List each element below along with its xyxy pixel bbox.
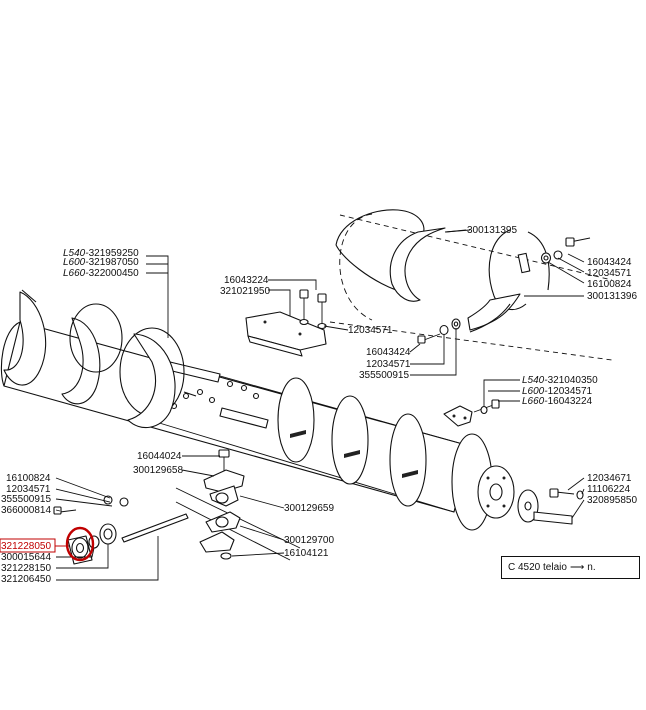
end-disc: [477, 465, 515, 519]
upper-right-fasteners: [540, 237, 591, 264]
left-auger-flights: [3, 289, 197, 429]
part-label[interactable]: 16044024: [137, 451, 182, 462]
part-label-highlighted[interactable]: 321228050: [1, 541, 51, 552]
part-label[interactable]: L600-12034571: [522, 386, 593, 397]
part-label[interactable]: 320895850: [587, 495, 637, 506]
part-label[interactable]: 300129700: [284, 535, 334, 546]
part-label[interactable]: L600-321987050: [63, 257, 139, 268]
highlight-circle: [65, 526, 95, 562]
leader-lines: [55, 229, 585, 581]
note-suffix: n.: [587, 562, 596, 573]
part-label[interactable]: 321021950: [220, 286, 270, 297]
part-label[interactable]: 16104121: [284, 548, 329, 559]
part-label[interactable]: 300131395: [467, 225, 517, 236]
part-label[interactable]: L540-321040350: [522, 375, 598, 386]
mid-fasteners: [417, 318, 461, 344]
part-label[interactable]: 12034571: [348, 325, 393, 336]
clamp-plate: [443, 399, 500, 427]
part-label[interactable]: L540-321959250: [63, 248, 139, 259]
part-labels[interactable]: L540-321959250 L600-321987050 L660-32200…: [1, 225, 637, 585]
part-label[interactable]: 321228150: [1, 563, 51, 574]
part-label[interactable]: L660-16043224: [522, 396, 593, 407]
shaft-clamps: [175, 449, 301, 561]
part-label[interactable]: 300015644: [1, 552, 51, 563]
part-label[interactable]: 300131396: [587, 291, 637, 302]
part-label[interactable]: 16043424: [587, 257, 632, 268]
part-label[interactable]: 16100824: [587, 279, 632, 290]
part-label[interactable]: 300129658: [133, 465, 183, 476]
right-auger-flights: [277, 377, 493, 531]
part-label[interactable]: 12034671: [587, 473, 632, 484]
part-label[interactable]: 12034571: [6, 484, 51, 495]
part-label[interactable]: 12034571: [366, 359, 411, 370]
part-label[interactable]: 16043424: [366, 347, 411, 358]
auger-drawing: [0, 209, 613, 565]
part-label[interactable]: 355500915: [359, 370, 409, 381]
mount-bracket: [245, 289, 327, 357]
part-label[interactable]: 366000814: [1, 505, 51, 516]
part-label[interactable]: 11106224: [587, 484, 630, 495]
part-label[interactable]: 300129659: [284, 503, 334, 514]
part-label[interactable]: 355500915: [1, 494, 51, 505]
part-label[interactable]: 16100824: [6, 473, 51, 484]
frame-serial-note: C 4520 telaio⟶n.: [501, 556, 640, 579]
arrow-right-icon: ⟶: [569, 562, 585, 573]
part-label[interactable]: 16043224: [224, 275, 269, 286]
note-text: C 4520 telaio: [508, 562, 567, 573]
part-label[interactable]: L660-322000450: [63, 268, 139, 279]
drive-shaft-flange: [517, 488, 584, 525]
part-label[interactable]: 12034571: [587, 268, 632, 279]
part-label[interactable]: 321206450: [1, 574, 51, 585]
